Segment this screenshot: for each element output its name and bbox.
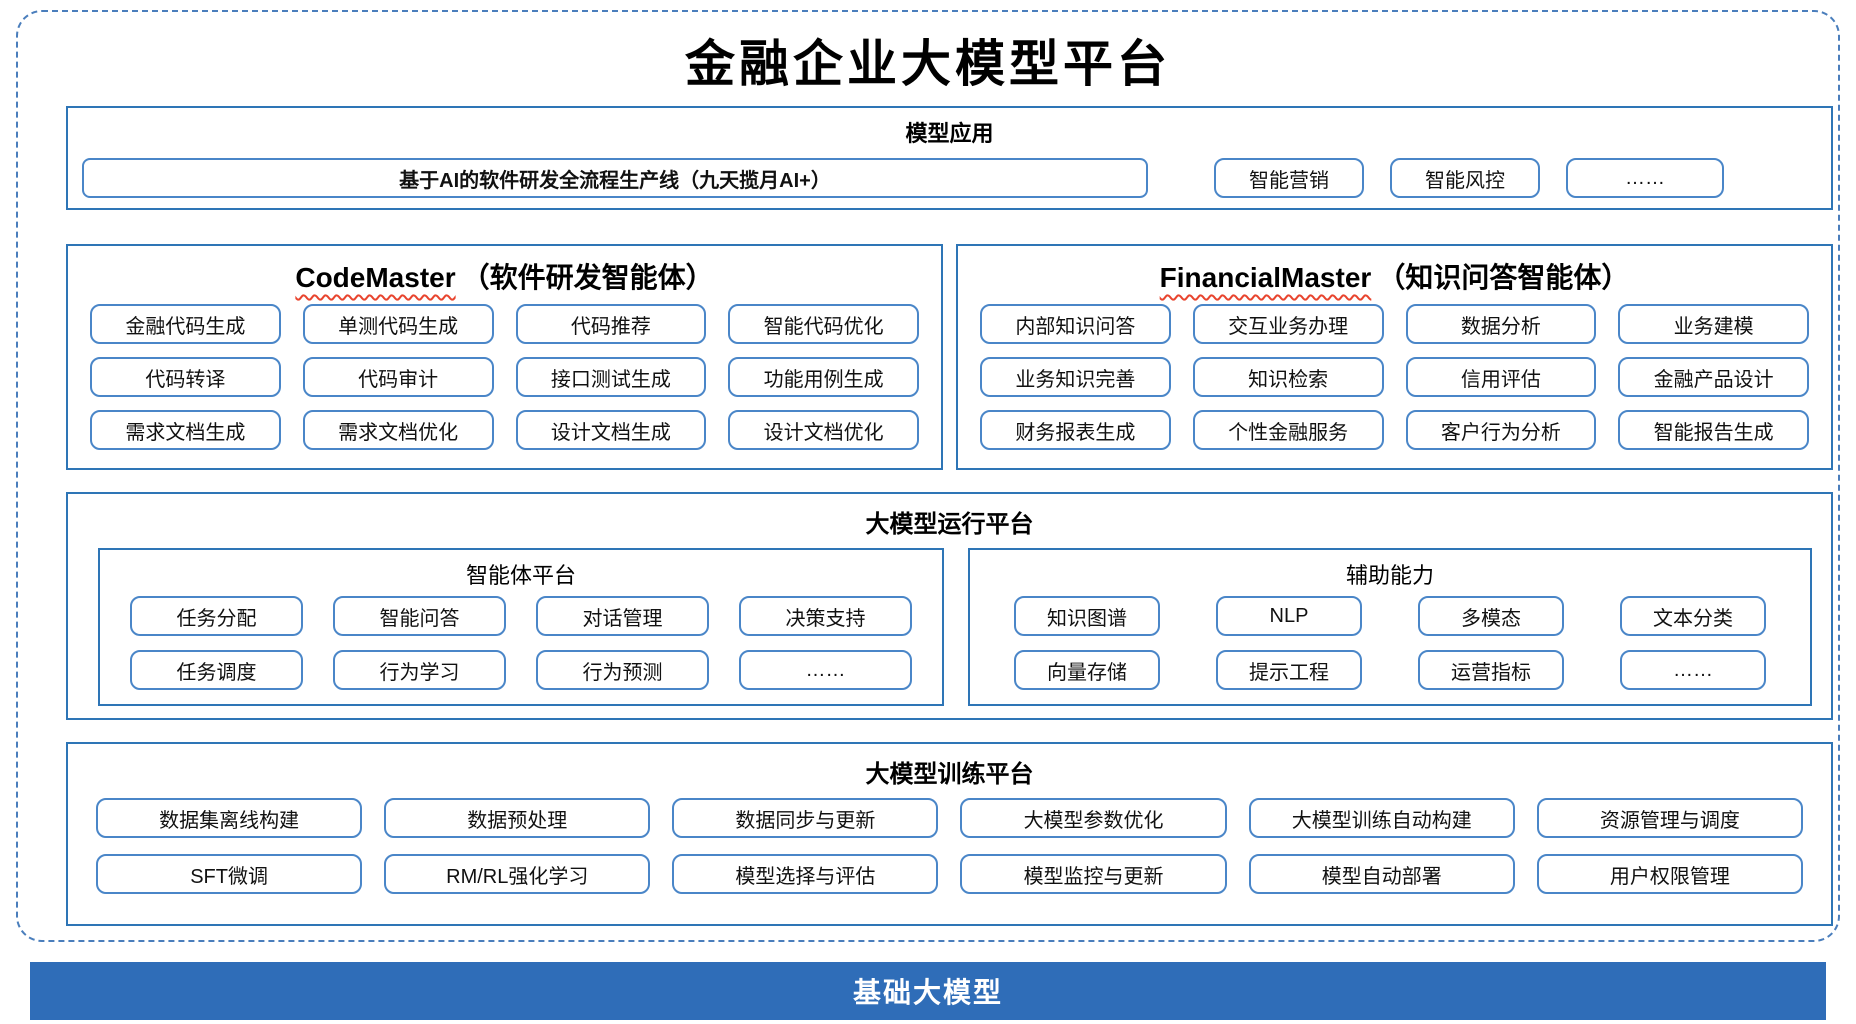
aux-capability-box: 向量存储: [1014, 650, 1160, 690]
agent-capability-box: 行为学习: [333, 650, 506, 690]
pipeline-box: 基于AI的软件研发全流程生产线（九天揽月AI+）: [82, 158, 1148, 198]
finance-capability-box: 内部知识问答: [980, 304, 1171, 344]
training-platform-grid: 数据集离线构建 数据预处理 数据同步与更新 大模型参数优化 大模型训练自动构建 …: [96, 798, 1803, 908]
finance-capability-box: 数据分析: [1405, 304, 1597, 344]
training-capability-box: 数据同步与更新: [672, 798, 939, 838]
aux-capability-box: 多模态: [1418, 596, 1564, 636]
agent-platform-grid: 任务分配 智能问答 对话管理 决策支持 任务调度 行为学习 行为预测 ……: [130, 596, 912, 690]
training-capability-box: SFT微调: [96, 854, 363, 894]
training-capability-box: 数据集离线构建: [96, 798, 363, 838]
code-capability-box: 单测代码生成: [302, 304, 494, 344]
aux-capability-box: 文本分类: [1620, 596, 1766, 636]
section-codemaster: CodeMaster（软件研发智能体） 金融代码生成 单测代码生成 代码推荐 智…: [66, 244, 943, 470]
aux-capability-box: 知识图谱: [1014, 596, 1160, 636]
training-capability-box: 资源管理与调度: [1536, 798, 1803, 838]
training-capability-box: 大模型训练自动构建: [1248, 798, 1515, 838]
agent-capability-box: 任务调度: [130, 650, 303, 690]
training-capability-box: 模型自动部署: [1248, 854, 1515, 894]
financialmaster-suffix: （知识问答智能体）: [1377, 262, 1630, 293]
code-capability-box: 代码推荐: [515, 304, 707, 344]
section-runtime-platform: 大模型运行平台 智能体平台 任务分配 智能问答 对话管理 决策支持 任务调度 行…: [66, 492, 1833, 720]
agent-capability-box: 智能问答: [333, 596, 506, 636]
aux-capability-box: 提示工程: [1216, 650, 1362, 690]
training-capability-box: 大模型参数优化: [960, 798, 1227, 838]
app-box-marketing: 智能营销: [1214, 158, 1364, 198]
base-model-bar: 基础大模型: [30, 962, 1826, 1020]
aux-ability-panel: 辅助能力 知识图谱 NLP 多模态 文本分类 向量存储 提示工程 运营指标 ……: [968, 548, 1812, 706]
code-capability-box: 需求文档优化: [302, 410, 494, 450]
finance-capability-box: 交互业务办理: [1192, 304, 1384, 344]
code-capability-box: 设计文档优化: [728, 410, 919, 450]
financialmaster-grid: 内部知识问答 交互业务办理 数据分析 业务建模 业务知识完善 知识检索 信用评估…: [980, 304, 1809, 454]
code-capability-box: 需求文档生成: [90, 410, 281, 450]
section-financialmaster: FinancialMaster（知识问答智能体） 内部知识问答 交互业务办理 数…: [956, 244, 1833, 470]
aux-ability-grid: 知识图谱 NLP 多模态 文本分类 向量存储 提示工程 运营指标 ……: [1014, 596, 1766, 690]
aux-ability-header: 辅助能力: [1345, 563, 1434, 588]
section-training-platform: 大模型训练平台 数据集离线构建 数据预处理 数据同步与更新 大模型参数优化 大模…: [66, 742, 1833, 926]
aux-capability-box: NLP: [1216, 596, 1362, 636]
code-capability-box: 代码审计: [302, 357, 494, 397]
section-model-application: 模型应用 基于AI的软件研发全流程生产线（九天揽月AI+） 智能营销 智能风控 …: [66, 106, 1833, 210]
training-capability-box: 模型选择与评估: [672, 854, 939, 894]
agent-platform-panel: 智能体平台 任务分配 智能问答 对话管理 决策支持 任务调度 行为学习 行为预测…: [98, 548, 944, 706]
codemaster-suffix: （软件研发智能体）: [461, 262, 714, 293]
finance-capability-box: 业务知识完善: [980, 357, 1171, 397]
code-capability-box: 接口测试生成: [515, 357, 707, 397]
codemaster-grid: 金融代码生成 单测代码生成 代码推荐 智能代码优化 代码转译 代码审计 接口测试…: [90, 304, 919, 454]
code-capability-box: 智能代码优化: [728, 304, 919, 344]
training-capability-box: 数据预处理: [384, 798, 651, 838]
finance-capability-box: 金融产品设计: [1618, 357, 1809, 397]
financialmaster-title: FinancialMaster（知识问答智能体）: [958, 246, 1831, 296]
agent-capability-box: 对话管理: [536, 596, 709, 636]
agent-capability-box: ……: [739, 650, 912, 690]
aux-capability-box: ……: [1620, 650, 1766, 690]
model-application-header: 模型应用: [905, 121, 994, 146]
finance-capability-box: 业务建模: [1618, 304, 1809, 344]
code-capability-box: 功能用例生成: [728, 357, 919, 397]
code-capability-box: 代码转译: [90, 357, 281, 397]
code-capability-box: 金融代码生成: [90, 304, 281, 344]
training-capability-box: 模型监控与更新: [960, 854, 1227, 894]
agent-capability-box: 行为预测: [536, 650, 709, 690]
finance-capability-box: 个性金融服务: [1192, 410, 1384, 450]
agent-capability-box: 决策支持: [739, 596, 912, 636]
financialmaster-name: FinancialMaster: [1159, 262, 1372, 293]
agent-platform-header: 智能体平台: [465, 563, 576, 588]
codemaster-title: CodeMaster（软件研发智能体）: [68, 246, 941, 296]
training-platform-header: 大模型训练平台: [865, 761, 1034, 788]
agent-capability-box: 任务分配: [130, 596, 303, 636]
finance-capability-box: 客户行为分析: [1405, 410, 1597, 450]
codemaster-name: CodeMaster: [295, 262, 456, 293]
finance-capability-box: 信用评估: [1405, 357, 1597, 397]
code-capability-box: 设计文档生成: [515, 410, 707, 450]
runtime-platform-header: 大模型运行平台: [865, 511, 1034, 538]
finance-capability-box: 知识检索: [1192, 357, 1384, 397]
app-box-more: ……: [1566, 158, 1724, 198]
finance-capability-box: 财务报表生成: [980, 410, 1171, 450]
aux-capability-box: 运营指标: [1418, 650, 1564, 690]
app-box-risk-control: 智能风控: [1390, 158, 1540, 198]
finance-capability-box: 智能报告生成: [1618, 410, 1809, 450]
base-model-bar-label: 基础大模型: [852, 977, 1003, 1008]
training-capability-box: 用户权限管理: [1536, 854, 1803, 894]
page-title: 金融企业大模型平台: [685, 34, 1171, 93]
training-capability-box: RM/RL强化学习: [384, 854, 651, 894]
